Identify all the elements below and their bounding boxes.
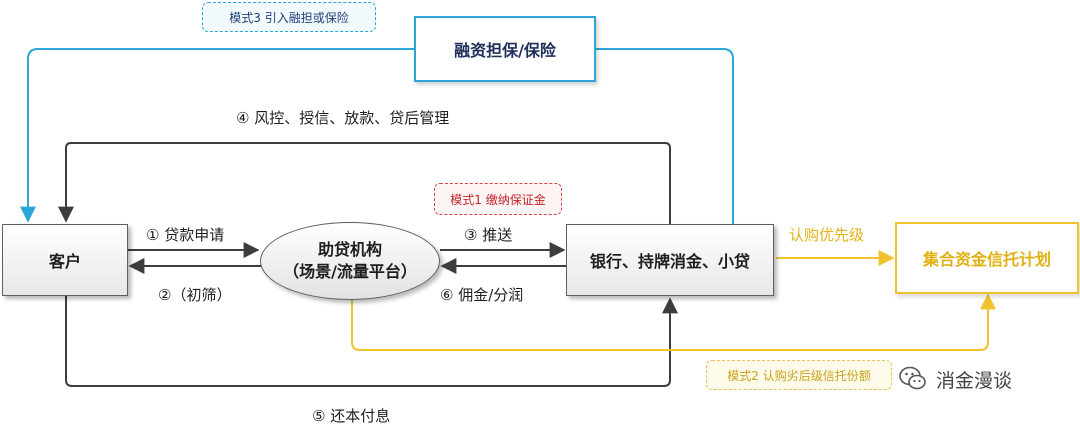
subscribe-priority-label: 认购优先级 <box>789 226 865 244</box>
bank-box: 银行、持牌消金、小贷 <box>566 224 774 296</box>
watermark-text: 消金漫谈 <box>936 369 1013 392</box>
agency-subtitle: （场景/流量平台） <box>283 262 417 281</box>
screening-label: ②（初筛） <box>158 286 232 304</box>
push-label: ③ 推送 <box>464 226 513 244</box>
customer-box: 客户 <box>2 224 128 296</box>
lending-agency-ellipse: 助贷机构 （场景/流量平台） <box>260 222 440 300</box>
trust-plan-box: 集合资金信托计划 <box>895 222 1079 294</box>
repayment-arrow <box>65 296 678 387</box>
risk-control-label: ④ 风控、授信、放款、贷后管理 <box>236 109 450 127</box>
mode3-tag: 模式3 引入融担或保险 <box>202 2 376 32</box>
mode2-tag: 模式2 认购劣后级信托份额 <box>706 360 892 390</box>
bank-to-guarantee-line <box>596 48 734 224</box>
risk-control-arrow <box>58 142 671 224</box>
agency-name: 助贷机构 <box>317 240 382 259</box>
mode1-tag: 模式1 缴纳保证金 <box>434 183 562 215</box>
repayment-label: ⑤ 还本付息 <box>312 407 391 425</box>
guarantee-to-customer-arrow <box>20 48 414 223</box>
wechat-icon <box>899 366 926 390</box>
loan-application-label: ① 贷款申请 <box>146 226 225 244</box>
watermark: 消金漫谈 <box>898 364 1012 394</box>
guarantee-box: 融资担保/保险 <box>414 16 596 82</box>
subordinate-subscription-arrow <box>351 293 996 351</box>
commission-label: ⑥ 佣金/分润 <box>440 286 524 304</box>
